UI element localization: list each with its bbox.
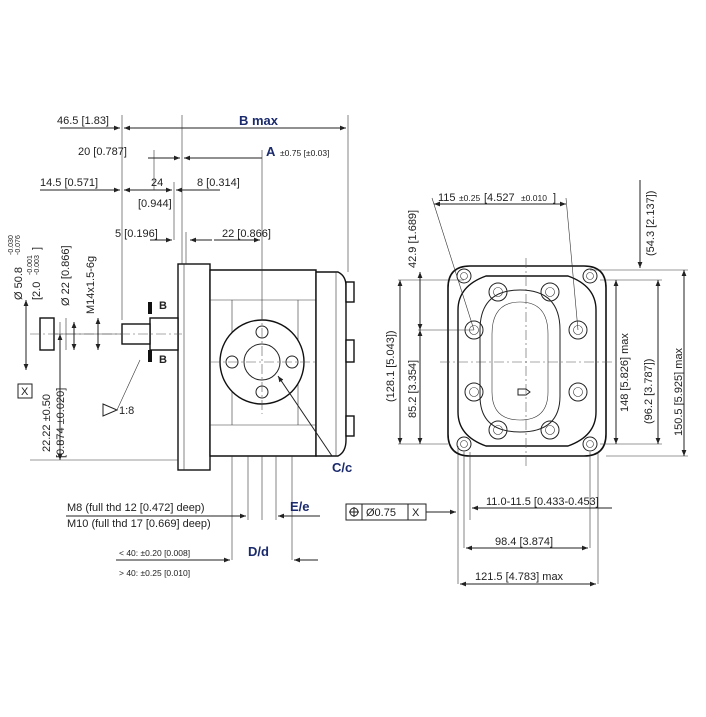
- side-view-shaft: [30, 317, 182, 351]
- shaft-dia-in: [2.0: [31, 282, 43, 300]
- shaft-dia-in-tol-top: -0.001: [27, 255, 34, 275]
- dim-85-2: 85.2 [3.354]: [407, 360, 419, 418]
- side-view-bottom-dimensions: M8 (full thd 12 [0.472] deep) M10 (full …: [66, 456, 320, 578]
- a-tol: ±0.75 [±0.03]: [280, 148, 330, 158]
- e-label: E/e: [290, 499, 310, 514]
- d-label: D/d: [248, 544, 269, 559]
- front-view: 115 ±0.25 [4.527 ±0.010 ] 42.9 [1.689] (…: [345, 180, 688, 587]
- dim-115-in: [4.527: [484, 192, 515, 204]
- dim-5: 5 [0.196]: [115, 228, 158, 240]
- dim-96-2: (96.2 [3.787]): [643, 359, 655, 424]
- shaft-dia-tol-bot: -0.076: [15, 235, 22, 255]
- dim-115-close: ]: [553, 192, 556, 204]
- m8-label: M8 (full thd 12 [0.472] deep): [67, 502, 205, 514]
- front-view-top-dimensions: 115 ±0.25 [4.527 ±0.010 ]: [431, 192, 579, 331]
- shaft-dia-close: ]: [31, 247, 43, 250]
- b-max-label: B max: [239, 113, 279, 128]
- dim-98-4: 98.4 [3.874]: [495, 536, 553, 548]
- front-view-bolt-holes: [456, 268, 598, 452]
- dim-11: 11.0-11.5 [0.433-0.453]: [486, 496, 599, 508]
- side-view-left-dimensions: Ø 50.8 -0.030 -0.076 [2.0 -0.001 -0.003 …: [8, 235, 178, 461]
- dim-0-944: [0.944]: [138, 198, 172, 210]
- dim-128-1: (128.1 [5.043]): [385, 330, 397, 402]
- dim-46-5: 46.5 [1.83]: [57, 115, 109, 127]
- front-view-flange: [440, 258, 614, 466]
- shaft-dia-in-tol-bot: -0.003: [34, 255, 41, 275]
- front-view-right-dimensions: (54.3 [2.137]) 148 [5.826] max (96.2 [3.…: [590, 180, 688, 457]
- dim-54-3: (54.3 [2.137]): [645, 191, 657, 256]
- tol-gt40: > 40: ±0.25 [0.010]: [119, 568, 190, 578]
- dim-24: 24: [151, 177, 163, 189]
- dim-22-22: 22.22 ±0.50: [41, 394, 53, 452]
- tol-lt40: < 40: ±0.20 [0.008]: [119, 548, 190, 558]
- dim-20: 20 [0.787]: [78, 146, 127, 158]
- dim-115-tol: ±0.25: [459, 193, 480, 203]
- dim-42-9: 42.9 [1.689]: [407, 210, 419, 268]
- section-b-top: B: [159, 300, 167, 312]
- m10-label: M10 (full thd 17 [0.669] deep): [67, 518, 211, 530]
- position-tolerance-frame: Ø0.75 X: [345, 503, 427, 521]
- front-view-left-dimensions: 42.9 [1.689] (128.1 [5.043]) 85.2 [3.354…: [385, 210, 474, 445]
- dim-115-in-tol: ±0.010: [521, 193, 547, 203]
- side-view: B B 46.5 [1.83] B max 20 [0.787] A ±0.75…: [8, 113, 355, 578]
- dim-148: 148 [5.826] max: [619, 333, 631, 412]
- front-view-bottom-dimensions: Ø0.75 X 11.0-11.5 [0.433-0.453] 98.4 [3.…: [345, 446, 612, 587]
- shaft-dia: Ø 50.8: [13, 267, 25, 300]
- position-tol: Ø0.75: [366, 507, 396, 519]
- dim-115: 115: [438, 192, 456, 204]
- dim-14-5: 14.5 [0.571]: [40, 177, 98, 189]
- datum-x-box: [17, 383, 33, 399]
- dim-8: 8 [0.314]: [197, 177, 240, 189]
- dim-22-vert: Ø 22 [0.866]: [60, 245, 72, 306]
- thread-label: M14x1.5-6g: [85, 256, 97, 314]
- section-b-bottom: B: [159, 354, 167, 366]
- c-leader: C/c: [277, 375, 352, 475]
- c-label: C/c: [332, 460, 352, 475]
- position-datum: X: [412, 507, 420, 519]
- taper-label: 1:8: [119, 405, 134, 417]
- section-markers-b: B B: [148, 300, 167, 366]
- dim-22-22-in: [0.874 ±0.020]: [55, 388, 67, 458]
- shaft-dia-tol-top: -0.030: [8, 235, 15, 255]
- dim-22-top: 22 [0.866]: [222, 228, 271, 240]
- datum-x: X: [21, 386, 29, 398]
- side-view-top-dimensions: 46.5 [1.83] B max 20 [0.787] A ±0.75 [±0…: [40, 113, 349, 320]
- a-label: A: [266, 144, 276, 159]
- dim-150-5: 150.5 [5.925] max: [673, 347, 685, 436]
- dim-121-5: 121.5 [4.783] max: [475, 571, 564, 583]
